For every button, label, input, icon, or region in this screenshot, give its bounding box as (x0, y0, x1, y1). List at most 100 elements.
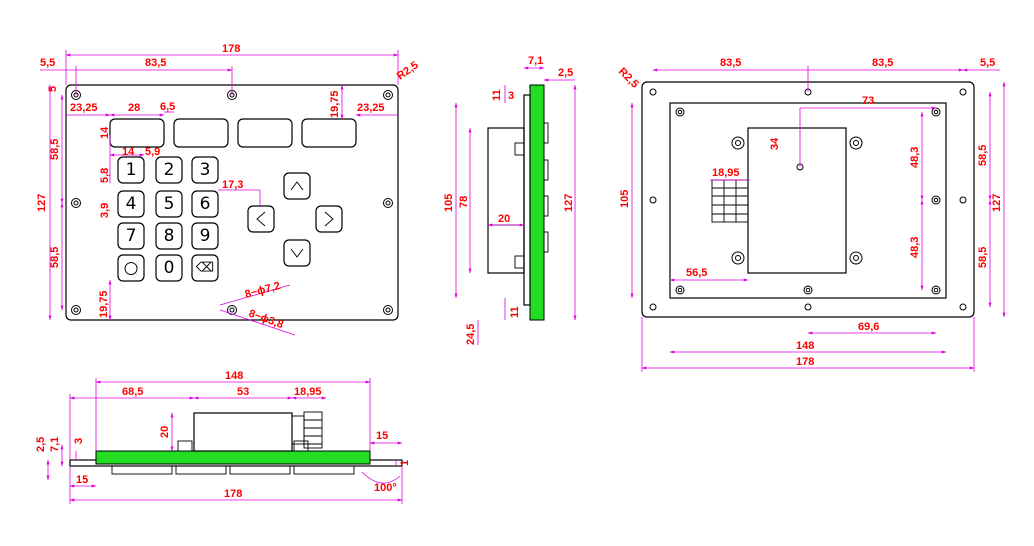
key-0: 0 (164, 258, 175, 278)
chevron-right-icon (324, 211, 334, 227)
rear-inner-frame (669, 102, 947, 299)
front-dimension-labels: 178 5,5 83,5 R2,5 5 23,25 28 6,5 19,75 2… (36, 43, 421, 331)
dim-nav-offset: 17,3 (222, 179, 243, 191)
side-dimension-lines (454, 66, 577, 345)
bottom-dimension-labels: 148 68,5 53 18,95 20 2,5 7,1 3 15 1 15 1… (35, 370, 411, 500)
dim-overall-width: 178 (222, 43, 240, 55)
rear-dimension-labels: R2,5 83,5 83,5 5,5 73 34 18,95 48,3 48,3… (616, 57, 1003, 368)
chevron-down-icon (290, 248, 304, 258)
dim-window-width: 28 (128, 102, 140, 114)
key-circle: ○ (124, 258, 139, 278)
side-module (487, 127, 525, 274)
dim-side-inner-height: 78 (458, 196, 470, 208)
dim-key-col-gap: 3,9 (99, 203, 111, 218)
bottom-cable-gland (291, 411, 323, 449)
dim-bottom-box-height: 20 (159, 426, 171, 438)
dim-overall-height: 127 (36, 194, 48, 212)
dim-key-pitch: 14 (99, 126, 111, 139)
key-6: 6 (200, 194, 211, 214)
dim-mounting-holes: 8−ϕ7,2 (244, 280, 282, 301)
dim-rear-outer-upper: 58,5 (977, 145, 989, 166)
dim-bottom-gland: 18,95 (294, 386, 322, 398)
navigation-keys (247, 172, 343, 267)
dim-bottom-left-box: 68,5 (122, 386, 143, 398)
dim-rear-right-offset: 5,5 (980, 57, 995, 69)
front-view: 1 2 3 4 5 6 7 8 9 ○ 0 ⌫ (36, 43, 421, 336)
dim-side-module-depth: 3 (508, 90, 514, 102)
bottom-pcb (95, 450, 371, 465)
side-front-plate (529, 84, 545, 321)
key-backspace: ⌫ (195, 261, 214, 276)
dim-side-module-height: 105 (443, 194, 455, 212)
dim-rear-right-box: 69,6 (858, 321, 879, 333)
rear-mounting-holes (649, 88, 967, 311)
dim-rear-upper-half: 48,3 (909, 147, 921, 168)
key-1: 1 (126, 160, 137, 180)
function-key-windows (109, 118, 357, 148)
dim-bottom-box-width: 53 (237, 386, 249, 398)
dim-lower-half: 58,5 (49, 247, 61, 268)
key-4: 4 (126, 194, 137, 214)
dim-left-offset: 5,5 (40, 57, 55, 69)
dim-bottom-left-15: 15 (76, 474, 88, 486)
side-dimension-labels: 7,1 2,5 11 3 105 78 20 127 11 24,5 (443, 55, 575, 345)
nav-down-key (283, 239, 311, 267)
dim-window-right: 23,25 (357, 102, 385, 114)
dim-bottom-angle: 100° (374, 482, 397, 494)
dim-drill-holes: 8−ϕ3,8 (247, 308, 285, 332)
dim-key-gap: 5,9 (145, 146, 160, 158)
chevron-left-icon (256, 211, 266, 227)
dim-bottom-step: 3 (73, 438, 85, 444)
dim-corner-radius: R2,5 (395, 59, 421, 82)
dim-key-row-gap: 5,8 (99, 168, 111, 183)
chevron-up-icon (290, 181, 304, 191)
dim-rear-cable-gland: 18,95 (712, 167, 740, 179)
front-mounting-holes (71, 90, 393, 315)
dim-bottom-right-1: 1 (399, 460, 411, 466)
dim-top-5: 5 (47, 86, 59, 92)
side-view: 7,1 2,5 11 3 105 78 20 127 11 24,5 (443, 55, 577, 345)
key-5: 5 (164, 194, 175, 214)
dim-upper-half: 58,5 (49, 139, 61, 160)
dim-side-right-thickness: 2,5 (558, 67, 573, 79)
key-2: 2 (164, 160, 175, 180)
dim-rear-inner-width: 148 (796, 340, 814, 352)
dim-side-extra: 24,5 (465, 324, 477, 345)
rear-panel-outline (641, 81, 975, 318)
dim-rear-overall-width: 178 (796, 356, 814, 368)
dim-side-overall-height: 127 (563, 194, 575, 212)
dim-bottom-plate: 2,5 (35, 437, 47, 452)
bottom-view: 148 68,5 53 18,95 20 2,5 7,1 3 15 1 15 1… (35, 370, 411, 504)
dim-key-size: 14 (122, 146, 135, 158)
dim-window-gap: 6,5 (160, 101, 175, 113)
dim-rear-hole-pitch-right: 83,5 (872, 57, 893, 69)
dim-rear-outer-lower: 58,5 (977, 247, 989, 268)
dim-bottom-thickness: 7,1 (49, 437, 61, 452)
dim-bottom-offset: 19,75 (98, 290, 110, 318)
dim-side-connector: 20 (498, 213, 510, 225)
key-8: 8 (164, 226, 175, 246)
rear-view: R2,5 83,5 83,5 5,5 73 34 18,95 48,3 48,3… (616, 57, 1006, 372)
dim-rear-box-width: 73 (862, 95, 874, 107)
rear-electronics-box (747, 127, 847, 274)
dim-side-module-top: 11 (491, 89, 503, 101)
dim-bottom-right-15: 15 (376, 430, 388, 442)
dim-rear-corner-radius: R2,5 (616, 66, 641, 91)
nav-up-key (283, 172, 311, 200)
side-board (523, 94, 531, 306)
dim-bottom-inner-width: 148 (225, 370, 243, 382)
rear-dimension-lines (630, 66, 1006, 372)
dim-hole-pitch: 83,5 (145, 57, 166, 69)
dim-bottom-overall-width: 178 (224, 488, 242, 500)
nav-left-key (247, 205, 275, 233)
dim-rear-inner-height: 105 (619, 190, 631, 208)
bottom-dimension-lines (46, 378, 403, 504)
dim-rear-overall-height: 127 (991, 194, 1003, 212)
numeric-keypad: 1 2 3 4 5 6 7 8 9 ○ 0 ⌫ (117, 156, 219, 282)
dim-window-left: 23,25 (70, 102, 98, 114)
key-7: 7 (126, 226, 137, 246)
dim-side-top-thickness: 7,1 (528, 55, 543, 67)
key-9: 9 (200, 226, 211, 246)
dim-rear-left-box: 56,5 (686, 267, 707, 279)
